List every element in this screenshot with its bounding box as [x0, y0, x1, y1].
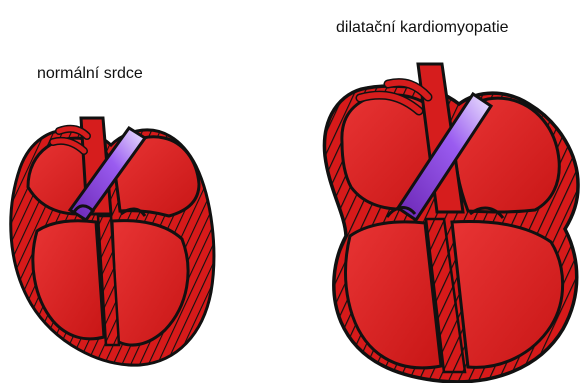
dilated-heart-icon [324, 64, 578, 382]
dilated-cardiomyopathy-label: dilatační kardiomyopatie [336, 18, 509, 38]
normal-heart-label: normální srdce [37, 64, 143, 84]
normal-heart-icon [11, 118, 214, 365]
